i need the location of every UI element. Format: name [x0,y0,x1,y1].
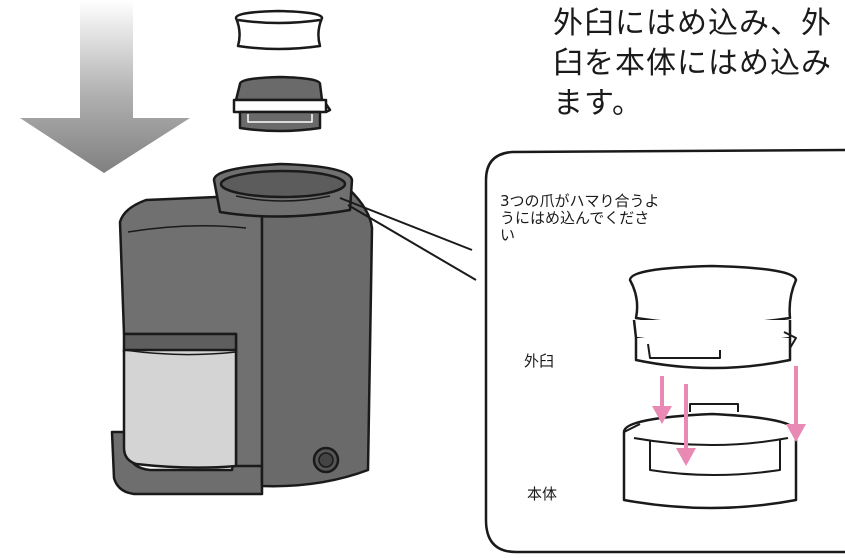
instruction-text: 外臼にはめ込み、外臼を本体にはめ込みます。 [553,6,832,121]
body-socket-detail [622,403,798,510]
inner-mill-part [234,9,324,51]
outer-mill-part [232,75,332,133]
callout-leader-lines [339,197,477,281]
pink-arrow-icon [652,366,806,466]
grinder-body [110,162,374,496]
down-arrow-icon [20,0,190,173]
outer-mill-detail [628,264,798,370]
outer-mill-label: 外臼 [524,352,555,370]
body-label: 本体 [527,485,558,503]
callout-note: 3つの爪がハマり合うようにはめ込んでください [500,192,660,244]
